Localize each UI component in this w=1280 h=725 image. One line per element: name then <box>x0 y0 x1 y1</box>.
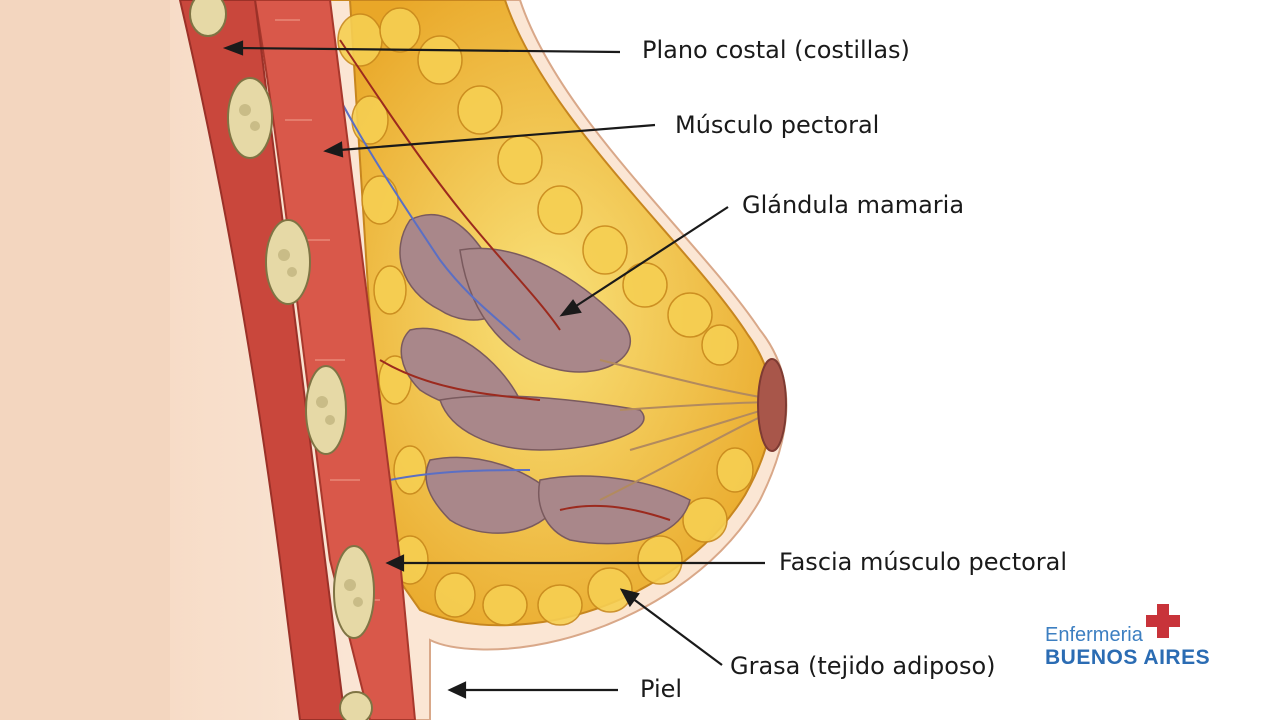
rib-texture <box>239 104 363 607</box>
blood-vessels <box>329 39 671 521</box>
arrow-fat <box>631 597 723 666</box>
arrow-costal <box>237 46 621 54</box>
label-arrows <box>222 40 765 699</box>
label-fascia: Fascia músculo pectoral <box>779 548 1068 576</box>
arrow-costal-head <box>222 40 244 56</box>
label-skin: Piel <box>640 675 683 703</box>
nipple-areola <box>757 358 787 452</box>
arrow-gland <box>572 206 729 309</box>
label-mammary-gland: Glándula mamaria <box>742 191 965 219</box>
arrow-fat-head <box>619 588 640 608</box>
side-band <box>0 0 170 720</box>
fat-lobules <box>337 7 754 626</box>
label-pectoral-muscle: Músculo pectoral <box>675 111 880 139</box>
label-fat: Grasa (tejido adiposo) <box>730 652 996 680</box>
arrow-gland-head <box>559 299 582 317</box>
label-costal-plane: Plano costal (costillas) <box>642 36 910 64</box>
arrow-fascia-head <box>385 554 405 572</box>
arrow-skin-head <box>447 681 467 699</box>
arrow-pectoral-head <box>323 141 344 158</box>
arrow-pectoral <box>339 123 656 152</box>
brand-name-bottom: BUENOS AIRES <box>1045 646 1211 669</box>
medical-cross-icon <box>1146 604 1180 638</box>
brand-name-top: Enfermeria <box>1045 624 1143 646</box>
ribs <box>189 0 375 725</box>
